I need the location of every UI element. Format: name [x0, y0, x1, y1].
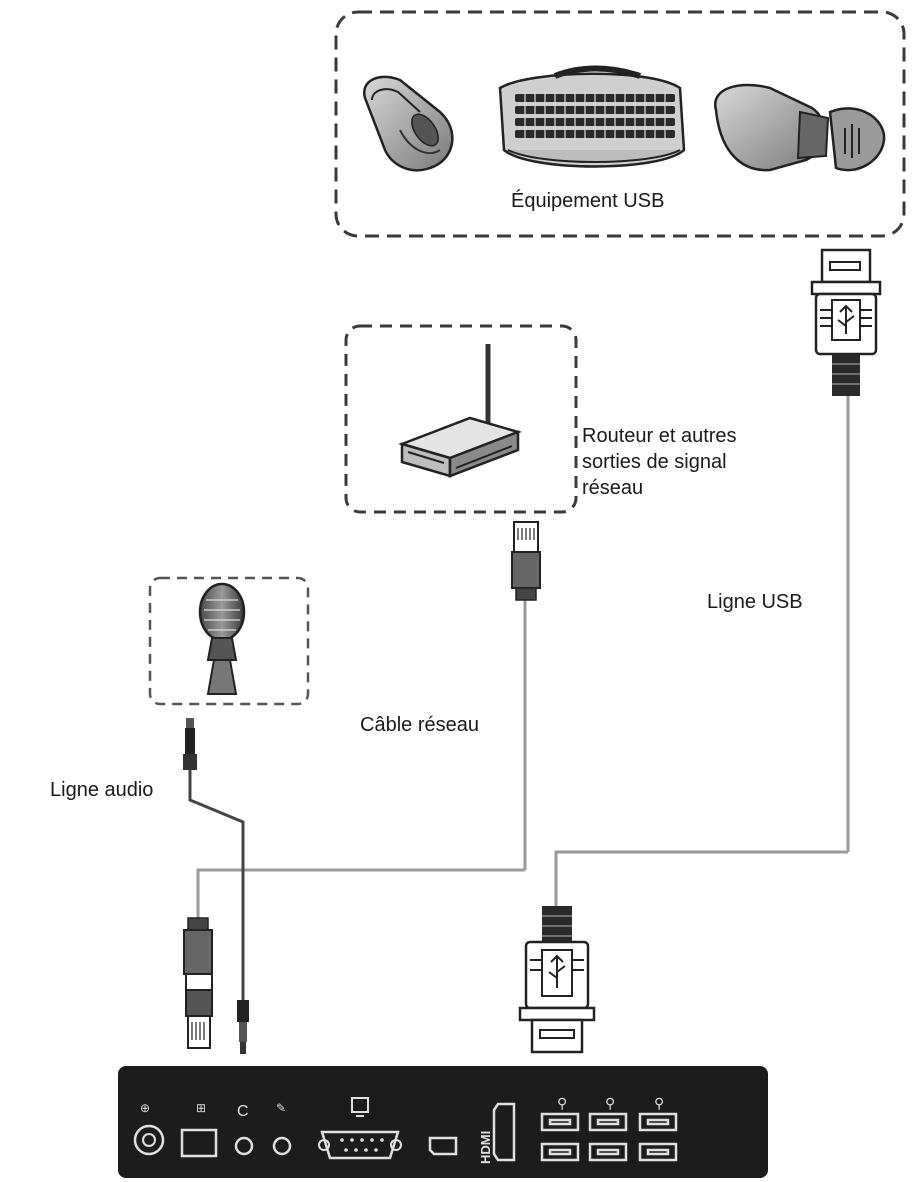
mini-display-port-icon: [428, 1136, 458, 1156]
router-label: Routeur et autres sorties de signal rése…: [582, 423, 737, 501]
mouse-icon: [363, 75, 454, 172]
router-label-line-2: sorties de signal: [582, 451, 727, 473]
hdmi-port-icon: HDMI: [478, 1102, 516, 1164]
audio-jack-top: [183, 718, 197, 770]
audio-line-label: Ligne audio: [50, 779, 154, 801]
usb-connector-top: [810, 248, 882, 396]
usb-cable: [554, 396, 850, 908]
network-cable-label: Câble réseau: [360, 714, 479, 736]
usb-equipment-box: [334, 10, 906, 238]
svg-text:⚲: ⚲: [557, 1095, 567, 1111]
router-label-line-3: réseau: [582, 477, 644, 499]
microphone-box: [148, 576, 310, 706]
usb-line-label: Ligne USB: [707, 591, 803, 613]
router-box: [344, 324, 578, 514]
lan-port-icon: ⊞: [180, 1101, 218, 1158]
router-label-line-1: Routeur et autres: [582, 425, 737, 447]
rj45-connector-bottom: [183, 917, 213, 1049]
keyboard-icon: [498, 65, 686, 168]
network-cable-line: [196, 600, 527, 920]
router-icon: [398, 344, 522, 478]
microphone-icon: [198, 582, 246, 695]
svg-text:⚲: ⚲: [605, 1095, 615, 1111]
usb-equipment-label: Équipement USB: [511, 190, 665, 212]
svg-text:⊞: ⊞: [196, 1101, 206, 1115]
hdmi-label: HDMI: [478, 1131, 493, 1164]
audio-cable-line: [188, 770, 245, 1040]
svg-text:⊕: ⊕: [140, 1101, 150, 1115]
audio-port-icon: C: [234, 1103, 254, 1156]
svg-text:⚲: ⚲: [654, 1095, 664, 1111]
usb-connector-bottom: [518, 906, 596, 1054]
connection-panel: ⊕ ⊞ C ✎: [118, 1066, 768, 1178]
svg-text:✎: ✎: [276, 1101, 286, 1115]
audio-jack-bottom: [237, 1000, 249, 1054]
rj45-connector-top: [511, 521, 541, 601]
svg-text:C: C: [237, 1103, 249, 1120]
usb-ports: ⚲ ⚲ ⚲: [540, 1095, 678, 1162]
usb-drive-icon: [714, 83, 886, 172]
vga-port-icon: [318, 1097, 402, 1160]
coax-port-icon: ⊕: [133, 1101, 165, 1156]
mic-port-icon: ✎: [272, 1101, 292, 1156]
